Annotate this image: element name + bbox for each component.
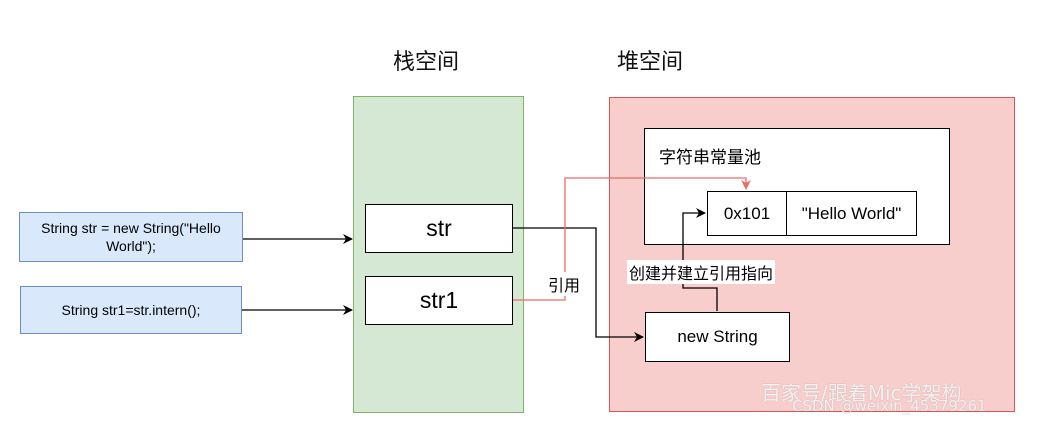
- stack-space-region: [353, 96, 524, 413]
- stack-var-str1: str1: [365, 276, 513, 325]
- watermark-csdn: CSDN @weixin_45379261: [792, 397, 987, 415]
- code-line-new-string-text: String str = new String("Hello World");: [41, 220, 221, 254]
- pool-value-cell: "Hello World": [786, 191, 917, 236]
- heap-space-title: 堆空间: [617, 50, 684, 75]
- pool-address-cell: 0x101: [707, 191, 787, 236]
- reference-label: 引用: [547, 272, 582, 296]
- code-line-new-string: String str = new String("Hello World");: [19, 212, 243, 262]
- arrow-str-to-new-string: [513, 227, 644, 342]
- arrow-str1-to-pool: [513, 177, 751, 301]
- stack-space-title: 栈空间: [393, 50, 460, 75]
- arrow-new-string-to-pool: [682, 208, 718, 311]
- code-line-intern-text: String str1=str.intern();: [61, 302, 201, 318]
- new-string-object: new String: [645, 312, 790, 362]
- string-constant-pool-label: 字符串常量池: [659, 148, 761, 168]
- create-reference-label: 创建并建立引用指向: [627, 260, 776, 284]
- stack-var-str: str: [365, 204, 513, 253]
- watermark-baijiahao: 百家号/跟着Mic学架构: [761, 381, 962, 405]
- code-line-intern: String str1=str.intern();: [20, 286, 242, 334]
